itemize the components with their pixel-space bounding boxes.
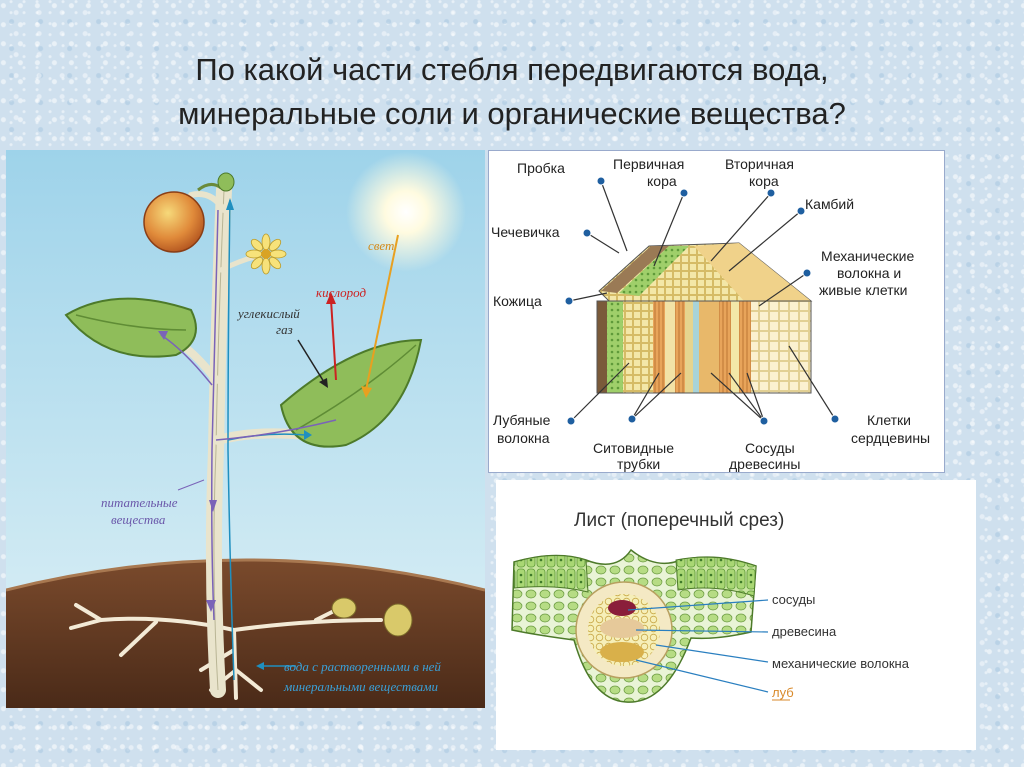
oxygen-arrow [330,299,337,381]
water-arrowhead [256,662,264,670]
flower [245,233,287,275]
leaf-diagram-title: Лист (поперечный срез) [574,510,784,531]
pointer-mech [655,644,769,663]
label-primary-cortex-1: Первичная [613,156,684,172]
stem-section-diagram: Пробка Первичная кора Вторичная кора Кам… [488,150,945,473]
fruit [143,191,205,253]
label-secondary-cortex-2: кора [749,173,779,189]
water-label-line-1: вода с растворенными в ней [284,659,441,674]
co2-label-line-2: газ [276,322,293,337]
nutrients-label-line-1: питательные [101,495,178,510]
label-sieve-2: трубки [617,456,660,472]
vessels-region [608,600,636,616]
light-ray [365,234,399,391]
label-vessels-2: древесины [729,456,800,472]
label-mech-3: живые клетки [819,282,908,298]
nutrients-label-line-2: вещества [111,512,166,527]
label-leaf-wood: древесина [772,624,837,639]
pointer-vessels [627,599,769,611]
co2-label-line-1: углекислый [236,306,300,321]
label-vessels-1: Сосуды [745,440,795,456]
label-skin: Кожица [493,293,542,309]
label-lenticel: Чечевичка [491,224,560,240]
label-mech-1: Механические [821,248,915,264]
soil [6,560,485,708]
leaf-section-diagram: Лист (поперечный срез) сосуды древесина … [496,480,976,750]
title-line-2: минеральные соли и органические вещества… [178,96,846,131]
water-label-line-2: минеральными веществами [283,679,439,694]
pointer-bast [635,659,769,693]
oxygen-label: кислород [316,285,367,300]
plant-diagram: свет кислород углекислый газ питательные… [6,150,485,708]
co2-arrow [297,339,325,383]
label-leaf-vessels: сосуды [772,592,815,607]
label-sieve-1: Ситовидные [593,440,674,456]
label-cambium: Камбий [805,196,854,212]
label-secondary-cortex-1: Вторичная [725,156,794,172]
tuber [383,603,413,637]
page-title: По какой части стебля передвигаются вода… [0,48,1024,136]
label-bast-2: волокна [497,430,550,446]
label-mech-2: волокна и [837,265,901,281]
label-bast-1: Лубяные [493,412,551,428]
sun [346,152,466,272]
label-pith-1: Клетки [867,412,911,428]
stem-front-face [596,300,812,394]
tuber [331,597,357,619]
light-label: свет [368,238,394,253]
title-line-1: По какой части стебля передвигаются вода… [195,52,829,87]
pointer-wood [635,629,769,633]
label-primary-cortex-2: кора [647,173,677,189]
right-leaf [279,338,423,448]
bast-region [600,642,644,662]
label-leaf-bast: луб [772,685,794,700]
nutrient-flow [160,209,337,621]
left-leaf [64,297,197,358]
label-cork: Пробка [517,160,565,176]
label-pith-2: сердцевины [851,430,930,446]
label-leaf-mech: механические волокна [772,656,910,671]
